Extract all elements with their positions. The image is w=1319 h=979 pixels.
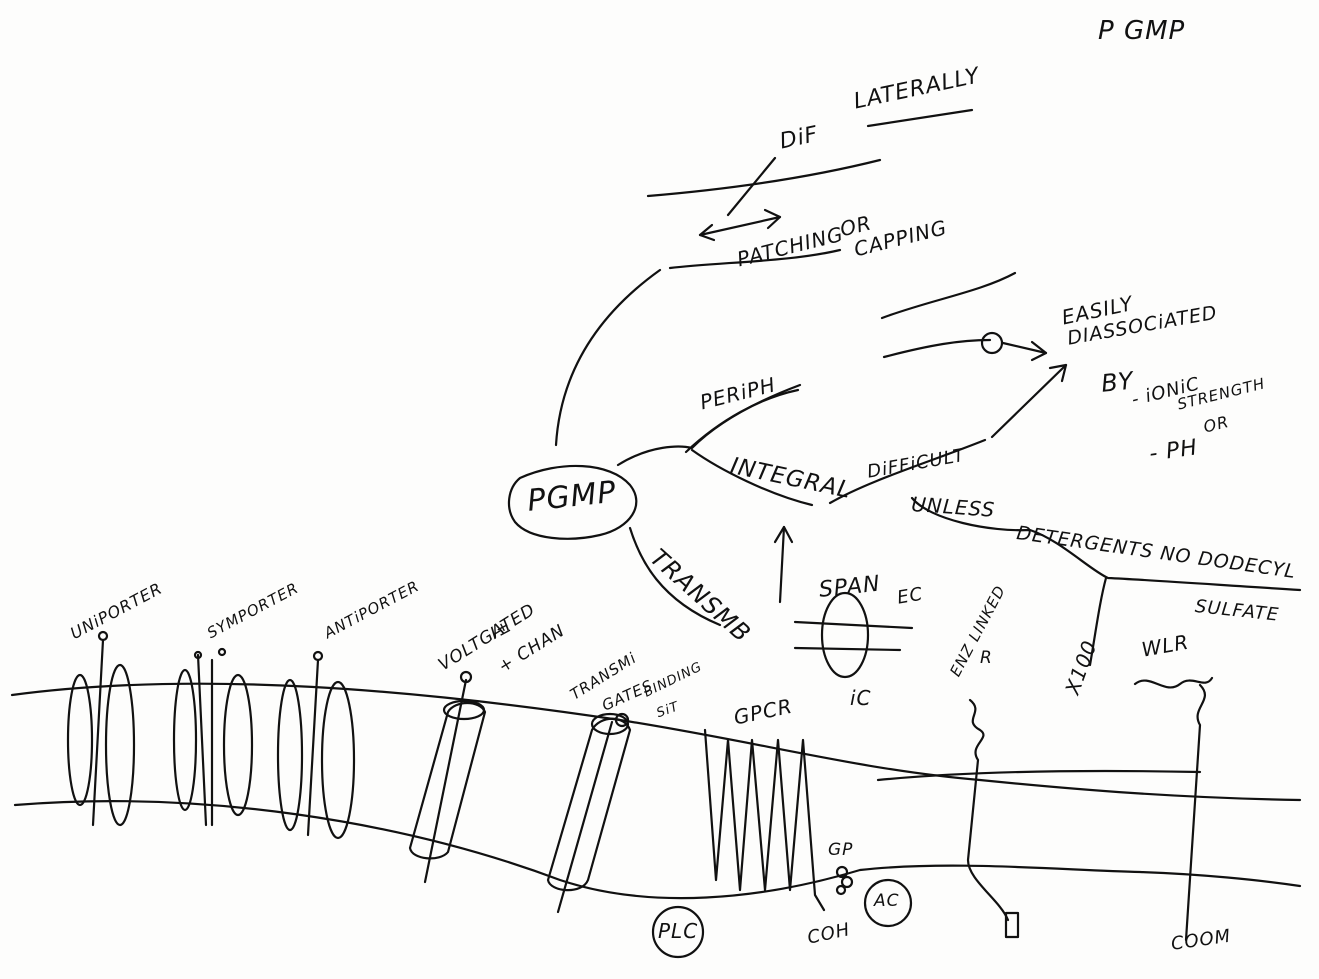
uniporter-ligand xyxy=(97,630,109,642)
uniporter-strand xyxy=(91,638,105,827)
uniporter-loop-2 xyxy=(104,663,136,827)
pgmp-node-shape xyxy=(507,464,638,540)
periph-lower-line xyxy=(882,338,992,359)
difficult-line xyxy=(828,438,987,505)
easily-arrow xyxy=(1001,341,1048,355)
x100-branch-line xyxy=(1088,576,1108,667)
span-arrow-head xyxy=(773,525,794,544)
easily-arrow-head xyxy=(1030,340,1048,362)
symporter-ligand-1 xyxy=(193,650,203,660)
periph-branch-line-2 xyxy=(684,388,800,454)
gp-bead-1 xyxy=(835,865,849,879)
ac-circle xyxy=(863,878,913,928)
transmi-cylinder xyxy=(546,717,632,892)
transmi-strand xyxy=(556,720,614,914)
patching-upper-line xyxy=(646,158,882,198)
gp-label: GP xyxy=(828,840,854,860)
lateral-branch-line xyxy=(554,268,662,447)
wlr-wavy-top xyxy=(1133,676,1214,689)
dif-stroke xyxy=(726,156,777,217)
antiporter-ligand xyxy=(312,650,324,662)
double-arrow-head-right xyxy=(763,208,782,230)
periph-small-circle xyxy=(980,331,1004,355)
enz-linked-strand xyxy=(966,698,1010,922)
r-label: R xyxy=(980,648,993,668)
corner-title: P GMP xyxy=(1098,16,1186,46)
plc-label: PLC xyxy=(658,919,699,943)
voltgated-strand xyxy=(423,678,468,884)
gp-bead-3 xyxy=(835,884,847,896)
voltgated-cylinder xyxy=(408,701,487,860)
transmi-top-ellipse xyxy=(590,712,630,736)
ac-label: AC xyxy=(874,891,900,911)
span-arrow xyxy=(778,525,786,604)
laterally-underline xyxy=(866,108,974,128)
transmi-binding-site xyxy=(614,712,630,728)
patching-lower-line xyxy=(668,248,842,270)
ec-label: EC xyxy=(895,583,925,609)
transmb-branch-line xyxy=(628,526,722,627)
gp-bead-2 xyxy=(840,875,854,889)
symporter-ligand-2 xyxy=(217,647,227,657)
double-arrow xyxy=(698,215,782,237)
span-bilayer-top xyxy=(793,620,914,630)
span-protein-ellipse xyxy=(820,591,870,679)
wlr-strand xyxy=(1184,683,1206,942)
integral-branch-line xyxy=(690,448,814,507)
unless-line xyxy=(910,496,1302,592)
membrane-lower-line xyxy=(13,800,1302,900)
voltgated-top-ellipse xyxy=(442,699,486,721)
span-bilayer-bottom xyxy=(793,646,902,652)
double-arrow-head-left xyxy=(698,223,716,242)
membrane-raft-line xyxy=(876,769,1202,782)
difficult-arrow-head xyxy=(1048,363,1068,383)
enz-linked-base xyxy=(1004,911,1020,939)
difficult-arrow xyxy=(990,363,1068,439)
membrane-upper-line xyxy=(10,682,1302,802)
plc-circle xyxy=(651,905,705,959)
symporter-strand-1 xyxy=(196,653,208,827)
antiporter-strand xyxy=(306,658,320,837)
periph-upper-line xyxy=(880,271,1017,320)
symporter-loop-2 xyxy=(222,673,254,817)
gpcr-zigzag xyxy=(703,728,826,912)
symporter-loop-1 xyxy=(172,668,198,812)
antiporter-loop-2 xyxy=(320,680,356,840)
ic-label: iC xyxy=(850,686,872,710)
unless-label: UNLESS xyxy=(910,492,996,522)
voltgated-ligand xyxy=(459,670,473,684)
uniporter-loop-1 xyxy=(66,673,94,807)
antiporter-loop-1 xyxy=(276,678,304,832)
center-node-label: PGMP xyxy=(525,474,619,519)
